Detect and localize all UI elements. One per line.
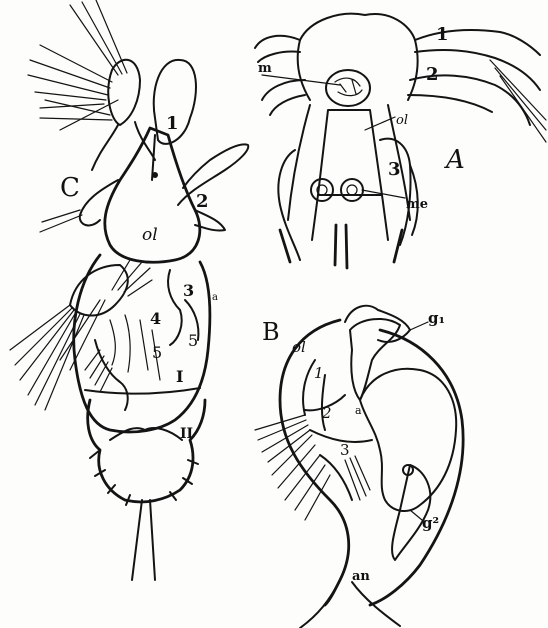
- panel-a-drawing: [255, 14, 546, 268]
- label-a-ol: ol: [396, 113, 408, 128]
- label-b-an: an: [352, 569, 370, 584]
- label-c-II: II: [180, 426, 193, 442]
- label-c-3: 3: [183, 281, 194, 300]
- label-c-ol: ol: [142, 225, 158, 245]
- label-b-g2: g²: [422, 514, 439, 532]
- label-b-1: 1: [314, 364, 324, 382]
- label-c-a: a: [212, 292, 218, 303]
- panel-c-setae-top: [28, 0, 127, 130]
- label-a-me: me: [406, 197, 428, 212]
- label-a-1: 1: [436, 24, 449, 45]
- label-b-3: 3: [340, 441, 350, 459]
- label-b-ol: ol: [292, 338, 306, 356]
- panel-c-drawing: [10, 0, 248, 580]
- label-a-3: 3: [388, 159, 401, 180]
- label-c-5b: 5: [188, 331, 198, 350]
- label-a-m: m: [258, 61, 272, 76]
- label-a-2: 2: [426, 64, 439, 85]
- panel-label-b: B: [262, 318, 280, 346]
- label-c-2: 2: [196, 191, 209, 212]
- label-c-I: I: [176, 367, 183, 386]
- label-b-2: 2: [321, 404, 332, 422]
- label-b-a: a: [355, 404, 362, 417]
- panel-label-a: A: [444, 145, 465, 175]
- label-c-5a: 5: [152, 343, 162, 362]
- label-c-4: 4: [150, 309, 161, 328]
- label-b-g1: g₁: [428, 309, 445, 327]
- label-c-1: 1: [166, 113, 179, 134]
- panel-label-c: C: [60, 173, 80, 203]
